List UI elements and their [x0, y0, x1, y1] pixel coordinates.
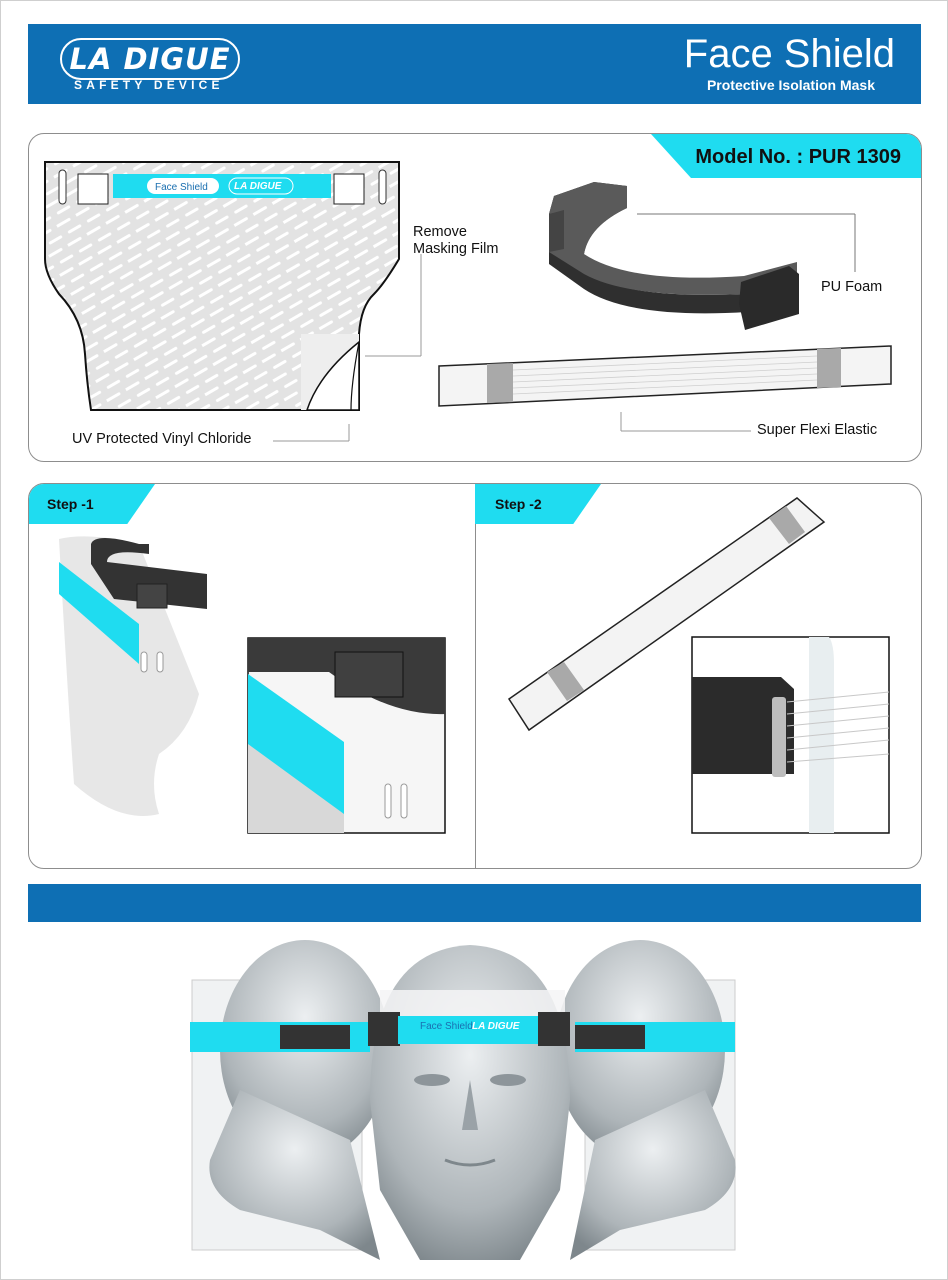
step-1-zoom-box: [247, 637, 446, 834]
pu-foam-piece: [549, 182, 799, 330]
pu-foam-label: PU Foam: [821, 279, 883, 295]
heads-illustration: [190, 940, 736, 1260]
step-2-zoom-box: [691, 636, 890, 834]
elastic-band: [438, 345, 892, 407]
masking-film-label-line2: Masking Film: [413, 241, 499, 257]
steps-panel: Step -1 Step -2: [28, 483, 922, 869]
parts-illustration: [44, 161, 892, 442]
sheet-logo-text: LA DIGUE: [234, 181, 282, 192]
sheet-face-shield-text: Face Shield: [155, 182, 208, 193]
masking-film-label-line1: Remove: [413, 224, 467, 240]
brand-logo-text: LA DIGUE: [69, 42, 231, 76]
step-2-band: [507, 497, 826, 732]
steps-divider: [475, 484, 476, 868]
elastic-label: Super Flexi Elastic: [757, 422, 878, 438]
model-tag: [651, 134, 921, 178]
masking-film-label: Remove Masking Film: [413, 224, 498, 258]
section-banner: [28, 884, 921, 922]
page-title: Face Shield: [683, 32, 895, 76]
header-banner: LA DIGUE SAFETY DEVICE Face Shield Prote…: [28, 24, 921, 104]
shield-sheet: [44, 161, 400, 411]
center-head: [368, 945, 570, 1260]
right-head: [555, 940, 736, 1260]
page-subtitle: Protective Isolation Mask: [706, 77, 875, 93]
steps-illustration: [59, 497, 890, 834]
model-number: Model No. : PUR 1309: [695, 146, 901, 168]
brand-logo: LA DIGUE: [60, 38, 240, 80]
parts-panel: Model No. : PUR 1309: [28, 133, 922, 462]
bottom-logo-text: LA DIGUE: [472, 1021, 520, 1032]
step-1-shield: [59, 536, 207, 816]
step-1-label: Step -1: [47, 496, 94, 512]
left-head: [190, 940, 390, 1260]
brand-tagline: SAFETY DEVICE: [74, 78, 224, 92]
step-2-label: Step -2: [495, 496, 542, 512]
bottom-shield-label: Face Shield: [420, 1021, 473, 1032]
vinyl-label: UV Protected Vinyl Chloride: [72, 431, 252, 447]
